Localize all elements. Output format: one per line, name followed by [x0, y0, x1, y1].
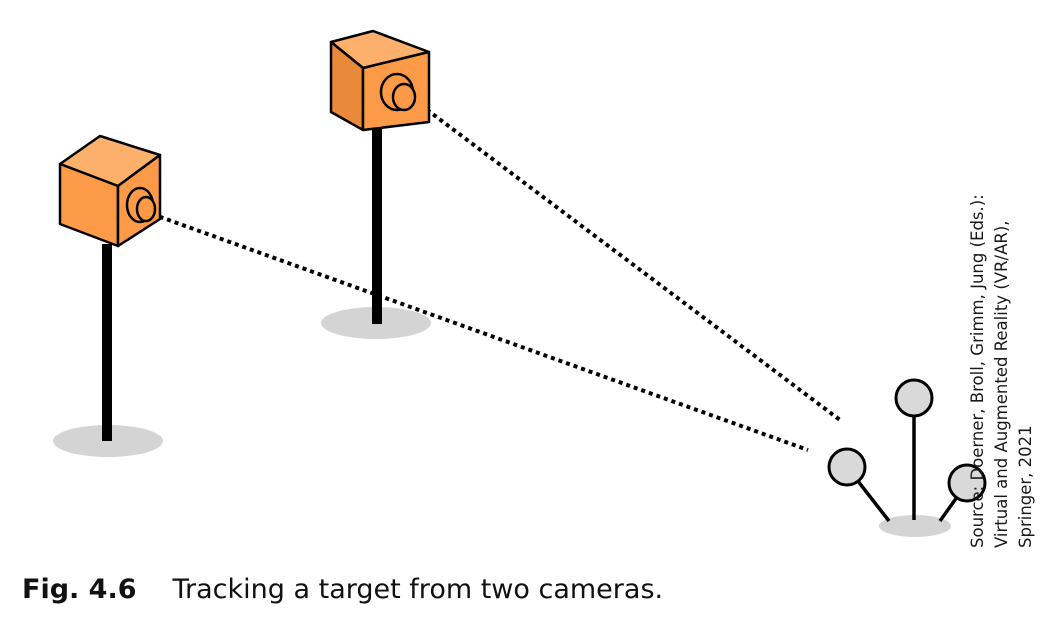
target-marker-left — [827, 447, 867, 487]
camera-left-pole — [102, 244, 112, 441]
camera-left-sight-line — [151, 212, 809, 452]
camera-right-sight-line — [412, 98, 842, 422]
camera-left-lens — [135, 195, 157, 223]
target-marker-top — [894, 378, 934, 418]
figure-label: Fig. 4.6 — [22, 574, 137, 605]
camera-left — [58, 134, 162, 248]
source-line-3: Springer, 2021 — [1016, 425, 1035, 548]
tracking-target — [827, 378, 987, 523]
target-ground-shadow — [879, 515, 951, 537]
source-line-2: Virtual and Augmented Reality (VR/AR), — [992, 220, 1011, 548]
source-line-1: Source: Doerner, Broll, Grimm, Jung (Eds… — [968, 194, 987, 548]
figure-caption: Fig. 4.6 Tracking a target from two camer… — [22, 574, 663, 605]
target-marker-right — [947, 463, 987, 503]
camera-right-pole — [372, 126, 382, 324]
camera-right — [329, 29, 431, 132]
figure-caption-text: Tracking a target from two cameras. — [172, 574, 664, 605]
source-attribution: Source: Doerner, Broll, Grimm, Jung (Eds… — [966, 168, 1038, 548]
camera-right-lens — [391, 82, 417, 112]
